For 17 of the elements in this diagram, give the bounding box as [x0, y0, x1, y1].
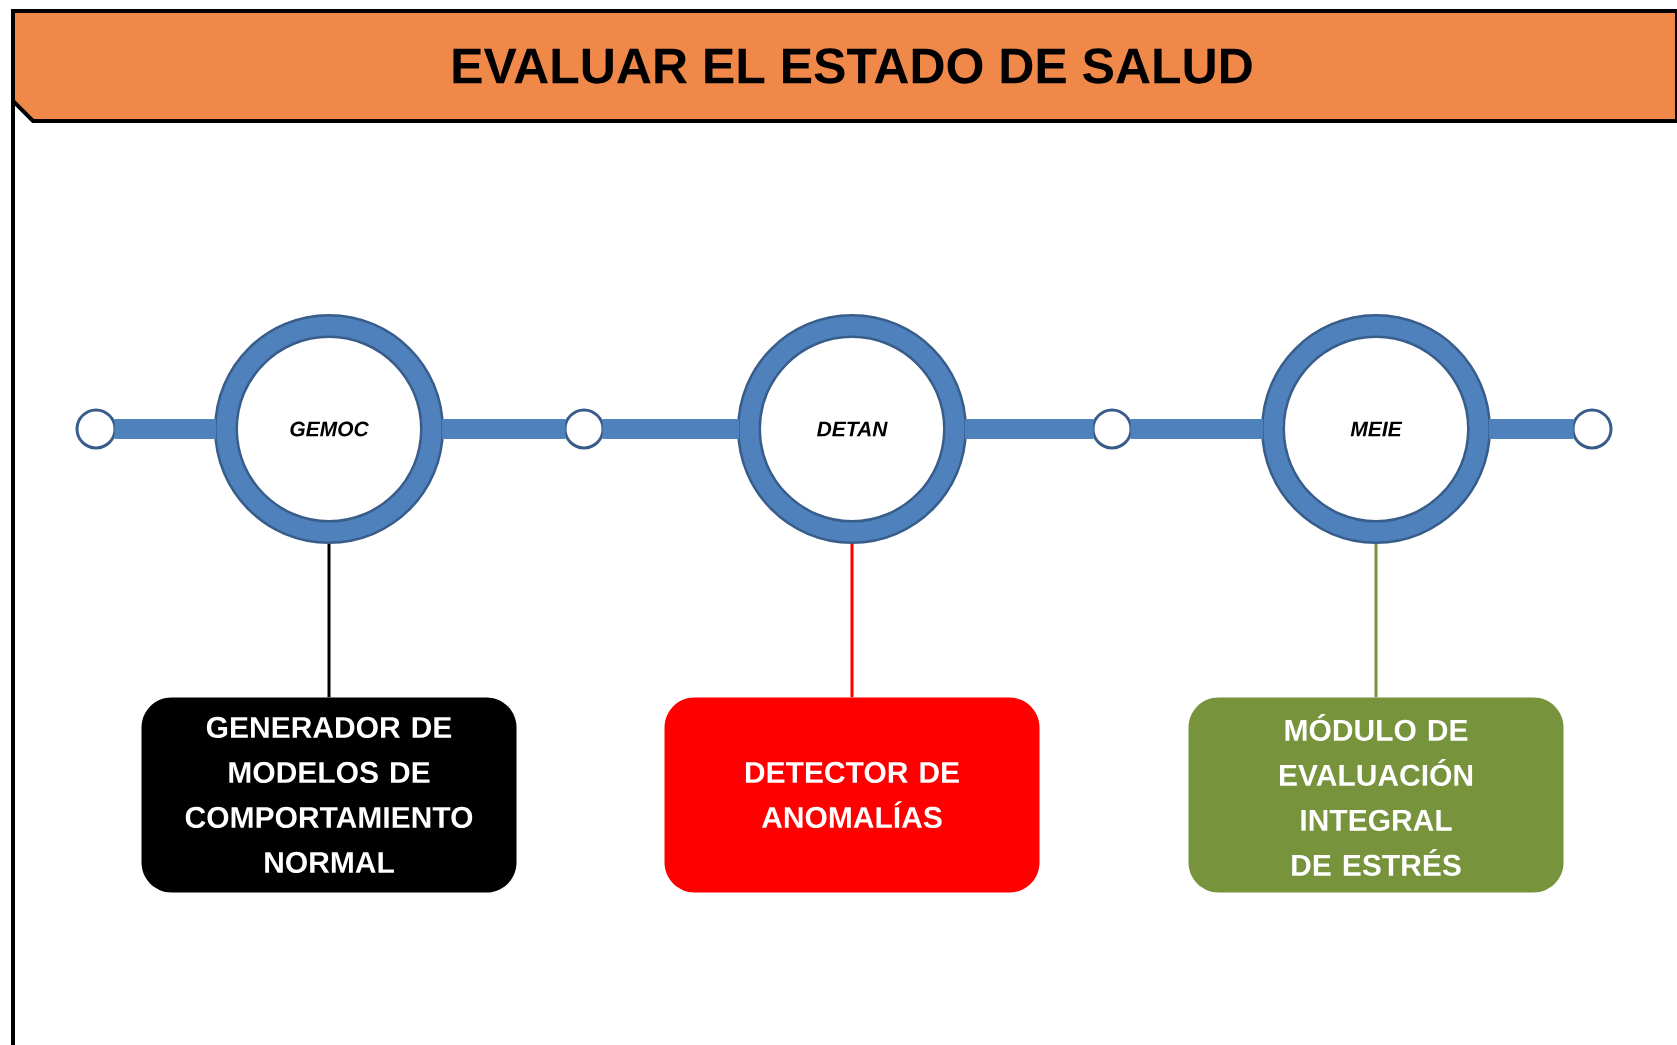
title-bar: EVALUAR EL ESTADO DE SALUD — [11, 9, 1677, 123]
connector-bar — [965, 419, 1094, 439]
junction-circle — [1091, 408, 1133, 450]
module-box: MÓDULO DE EVALUACIÓN INTEGRAL DE ESTRÉS — [1188, 697, 1564, 893]
module-box: DETECTOR DE ANOMALÍAS — [664, 697, 1040, 893]
connector-bar — [1130, 419, 1263, 439]
connector-bar — [442, 419, 566, 439]
connector-bar — [1489, 419, 1574, 439]
module-box: GENERADOR DE MODELOS DE COMPORTAMIENTO NORMAL — [141, 697, 517, 893]
junction-circle — [563, 408, 605, 450]
connector-bar — [602, 419, 739, 439]
connector-bar — [114, 419, 216, 439]
junction-circle — [75, 408, 117, 450]
junction-circle — [1571, 408, 1613, 450]
connector-line — [850, 544, 854, 698]
connector-line — [327, 544, 331, 698]
connector-line — [1374, 544, 1378, 698]
